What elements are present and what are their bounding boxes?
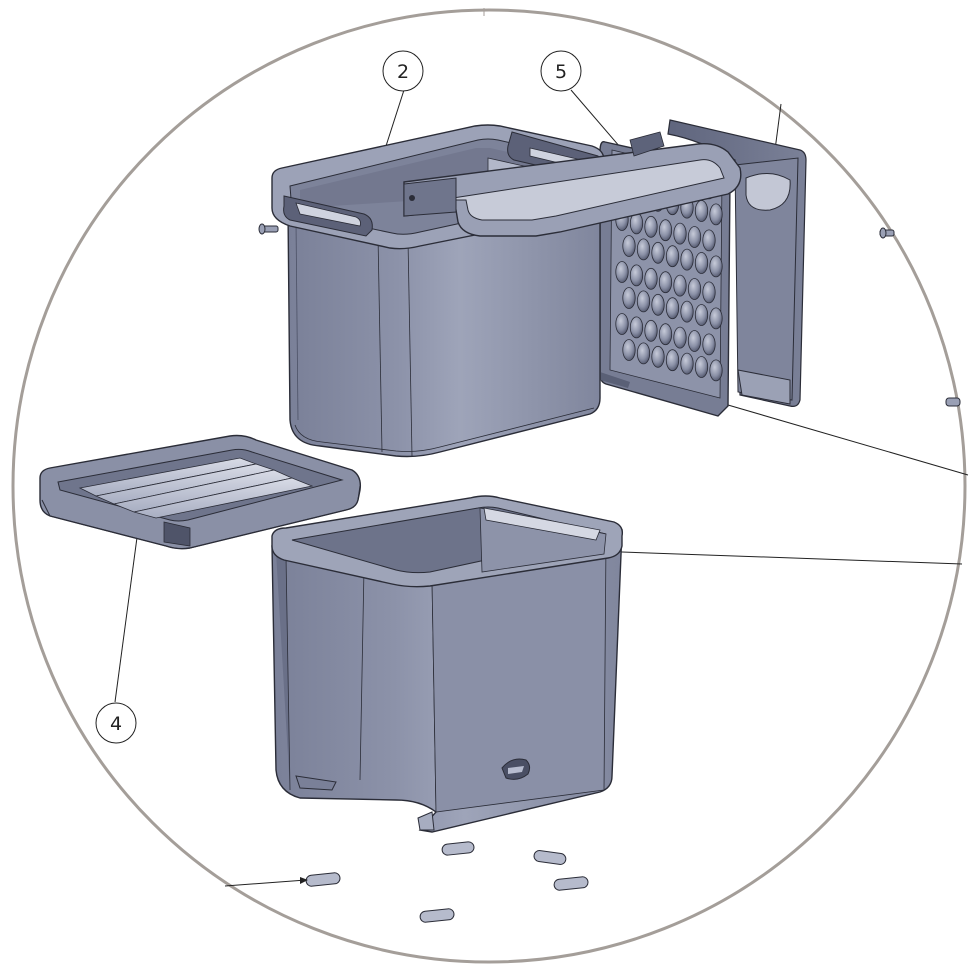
filter-bump bbox=[658, 219, 673, 242]
filter-bump bbox=[673, 222, 687, 245]
filter-bump bbox=[673, 326, 687, 349]
feet-pads bbox=[305, 841, 589, 923]
balloon-2-label: 2 bbox=[397, 61, 409, 83]
filter-bump bbox=[615, 313, 629, 335]
lower-bucket bbox=[271, 495, 624, 833]
filter-bump bbox=[709, 255, 723, 278]
foot-pad bbox=[305, 872, 341, 887]
filter-bump bbox=[687, 330, 702, 352]
filter-bump bbox=[644, 267, 658, 290]
filter-bump bbox=[629, 316, 644, 339]
filter-bump bbox=[702, 333, 716, 356]
filter-bump bbox=[694, 200, 709, 222]
filter-bump bbox=[680, 300, 694, 323]
tray-slats bbox=[78, 457, 314, 519]
filter-bump bbox=[636, 342, 651, 365]
filter-bump bbox=[658, 271, 673, 294]
filter-bump bbox=[665, 349, 680, 372]
filter-bump bbox=[709, 203, 723, 226]
filter-bump bbox=[629, 264, 644, 287]
filter-bump bbox=[694, 356, 709, 378]
filter-bump bbox=[694, 304, 709, 326]
tray bbox=[39, 434, 362, 550]
pin-left bbox=[258, 223, 279, 235]
callout-balloon-2: 2 bbox=[382, 50, 424, 92]
filter-bump bbox=[622, 339, 636, 361]
filter-bump bbox=[709, 307, 723, 330]
filter-bump bbox=[658, 323, 673, 346]
foot-pad bbox=[533, 850, 567, 865]
filter-bump bbox=[622, 235, 636, 257]
filter-bump bbox=[680, 248, 694, 271]
filter-bump bbox=[636, 290, 651, 313]
filter-bump bbox=[680, 352, 694, 375]
filter-bump bbox=[651, 345, 665, 368]
filter-bump bbox=[644, 319, 658, 342]
frame-circle bbox=[11, 8, 967, 964]
foot-pad bbox=[419, 908, 455, 923]
pin-right bbox=[879, 227, 895, 239]
pin-edge bbox=[945, 397, 961, 407]
balloon-5-label: 5 bbox=[555, 61, 567, 83]
filter-bump bbox=[651, 293, 665, 316]
callout-balloon-4: 4 bbox=[95, 702, 137, 744]
filter-bump bbox=[702, 281, 716, 304]
filter-bump bbox=[709, 359, 723, 382]
filter-bump bbox=[622, 287, 636, 309]
filter-bump bbox=[665, 297, 680, 320]
filter-bump bbox=[694, 252, 709, 274]
foot-pad bbox=[441, 841, 475, 856]
filter-bump bbox=[636, 238, 651, 261]
basket-handle bbox=[403, 131, 742, 237]
back-plate bbox=[667, 119, 807, 407]
filter-bump bbox=[644, 215, 658, 238]
pins bbox=[258, 223, 961, 407]
balloon-4-label: 4 bbox=[110, 713, 122, 735]
pad-arrow bbox=[300, 877, 308, 884]
filter-bump bbox=[665, 245, 680, 268]
filter-bump bbox=[615, 261, 629, 283]
callout-balloon-5: 5 bbox=[540, 50, 582, 92]
filter-bump bbox=[687, 278, 702, 300]
filter-bump bbox=[651, 241, 665, 264]
filter-bump bbox=[673, 274, 687, 297]
filter-bump bbox=[702, 229, 716, 252]
foot-pad bbox=[553, 876, 589, 891]
filter-bump bbox=[687, 226, 702, 248]
